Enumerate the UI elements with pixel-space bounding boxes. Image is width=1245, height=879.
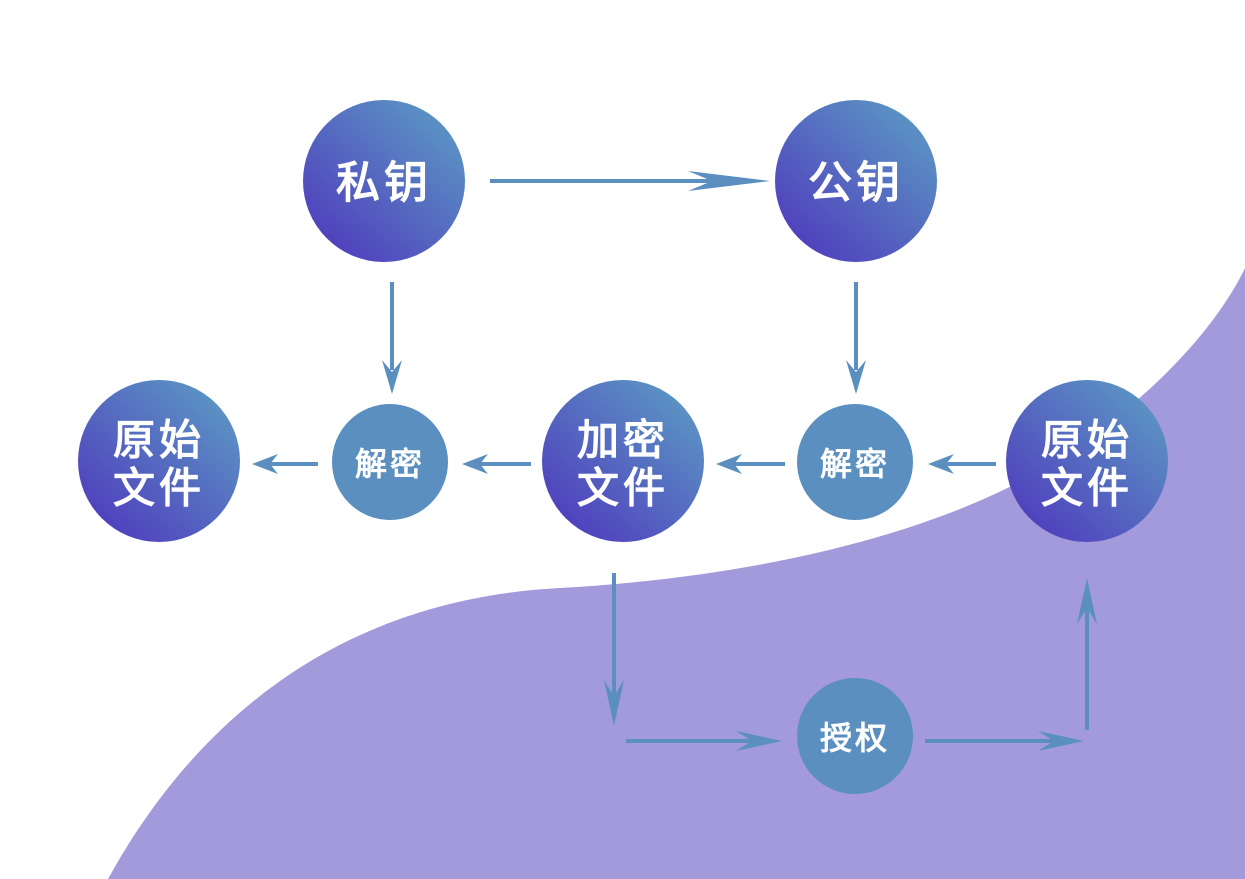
- node-label: 公钥: [808, 158, 904, 209]
- arrow-encrypted-to-decrypt-left: [462, 454, 531, 474]
- arrow-private-to-decrypt: [382, 282, 402, 394]
- node-original-file-left: 原始 文件: [78, 380, 240, 542]
- arrow-original-to-decrypt-right: [928, 454, 996, 474]
- node-label-line1: 原始: [1041, 416, 1133, 465]
- background-wave: [108, 268, 1245, 879]
- node-label: 解密: [820, 445, 890, 483]
- arrow-decrypt-to-encrypted: [716, 454, 785, 474]
- node-public-key: 公钥: [775, 100, 937, 262]
- node-label-line1: 加密: [577, 416, 669, 465]
- arrow-from-authorize: [925, 731, 1084, 751]
- node-original-file-right: 原始 文件: [1006, 380, 1168, 542]
- node-encrypted-file: 加密 文件: [542, 380, 704, 542]
- node-private-key: 私钥: [303, 100, 465, 262]
- node-label: 解密: [355, 445, 425, 483]
- arrow-to-authorize: [626, 731, 782, 751]
- node-decrypt-right: 解密: [797, 404, 913, 520]
- node-authorize: 授权: [797, 678, 913, 794]
- node-label: 私钥: [336, 158, 432, 209]
- node-label-line1: 原始: [113, 416, 205, 465]
- arrow-private-to-public: [490, 171, 770, 191]
- node-decrypt-left: 解密: [332, 404, 448, 520]
- arrow-public-to-decrypt: [846, 282, 866, 394]
- arrow-encrypted-down: [604, 573, 624, 726]
- node-label-line2: 文件: [1041, 464, 1133, 513]
- arrow-decrypt-to-original-left: [252, 454, 318, 474]
- arrow-up-to-original-right: [1077, 578, 1097, 730]
- node-label-line2: 文件: [577, 464, 669, 513]
- node-label: 授权: [820, 719, 890, 757]
- node-label-line2: 文件: [113, 464, 205, 513]
